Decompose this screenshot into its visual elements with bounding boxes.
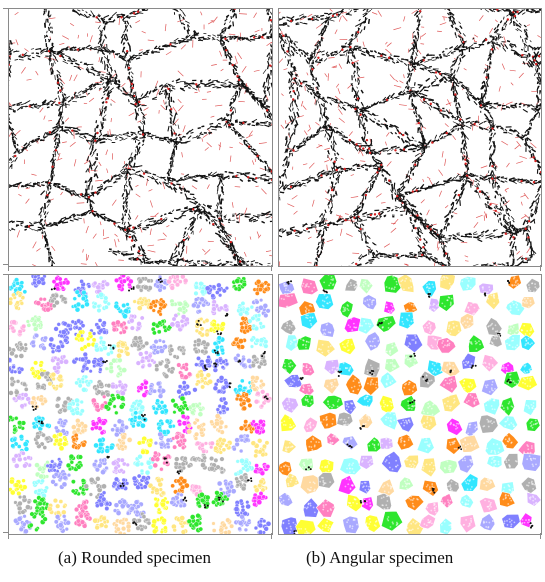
angular-cluster-panel: [278, 274, 542, 535]
axis-tick: [540, 533, 541, 539]
rounded-force-chain-image: [9, 9, 272, 266]
caption-rounded-specimen: (a) Rounded specimen: [58, 548, 211, 567]
caption-angular-specimen: (b) Angular specimen: [306, 548, 454, 567]
angular-force-chain-panel: [278, 8, 542, 267]
axis-tick: [271, 265, 272, 271]
rounded-cluster-panel: [8, 274, 273, 535]
axis-tick: [8, 533, 9, 539]
axis-tick: [3, 8, 9, 9]
axis-tick: [3, 264, 9, 265]
angular-cluster-image: [279, 275, 541, 534]
axis-tick: [3, 274, 9, 275]
axis-tick: [8, 265, 9, 271]
axis-tick: [540, 265, 541, 271]
axis-tick: [271, 533, 272, 539]
axis-tick: [3, 532, 9, 533]
angular-force-chain-image: [279, 9, 541, 266]
rounded-cluster-image: [9, 275, 272, 534]
rounded-force-chain-panel: [8, 8, 273, 267]
